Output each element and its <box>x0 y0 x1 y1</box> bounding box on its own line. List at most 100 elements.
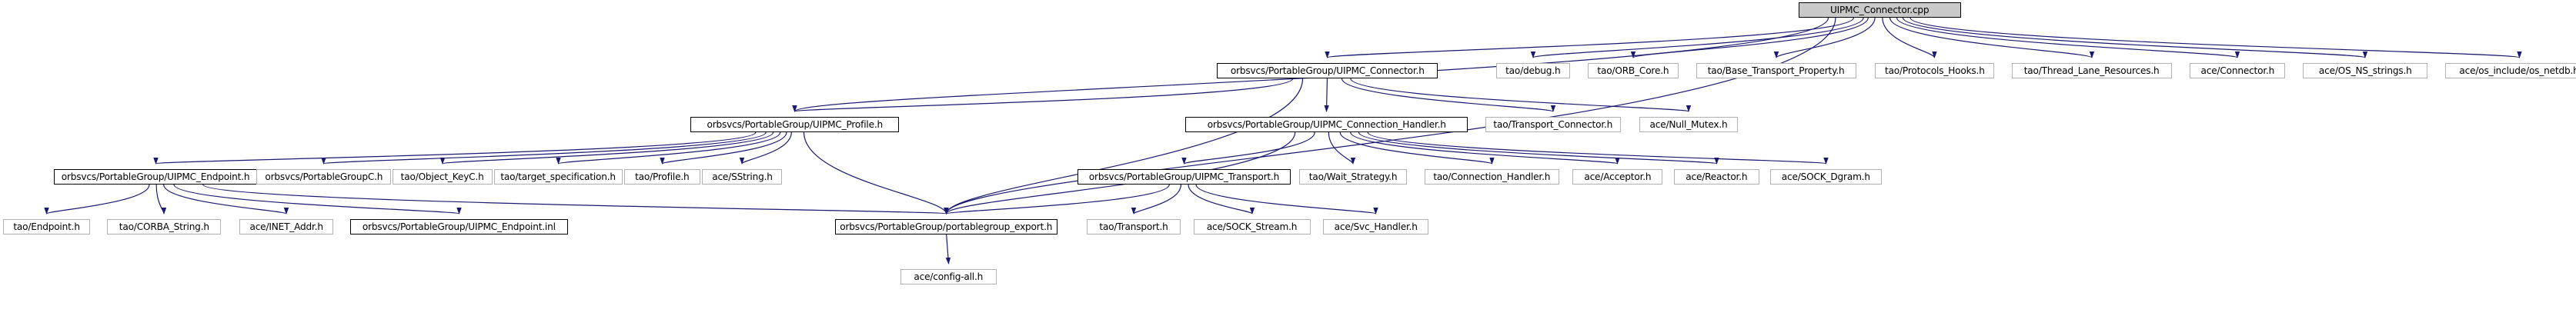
edge-n_export-to-n_configall <box>945 234 951 264</box>
graph-node-n-configall[interactable]: ace/config-all.h <box>900 269 997 284</box>
graph-node-n-profile[interactable]: orbsvcs/PortableGroup/UIPMC_Profile.h <box>690 117 899 132</box>
graph-node-n-target[interactable]: tao/target_specification.h <box>494 169 623 185</box>
graph-node-n-transport[interactable]: orbsvcs/PortableGroup/UIPMC_Transport.h <box>1078 169 1291 185</box>
edge-n_profile-to-n_objkey <box>440 131 774 165</box>
graph-node-n-endpoint[interactable]: tao/Endpoint.h <box>3 219 90 235</box>
graph-node-label: tao/Object_KeyC.h <box>401 170 484 182</box>
edge-n_conn_h-to-n_profile <box>793 78 1294 112</box>
graph-node-n-conn-h[interactable]: orbsvcs/PortableGroup/UIPMC_Connector.h <box>1217 63 1438 78</box>
graph-node-label: tao/Wait_Strategy.h <box>1308 170 1398 182</box>
graph-node-label: tao/ORB_Core.h <box>1597 64 1669 76</box>
graph-node-n-objkey[interactable]: tao/Object_KeyC.h <box>393 169 493 185</box>
graph-node-n-pgc[interactable]: orbsvcs/PortableGroupC.h <box>256 169 391 185</box>
edge-n_conn_h-to-n_tconn <box>1341 78 1555 112</box>
graph-node-n-reactor[interactable]: ace/Reactor.h <box>1674 169 1759 185</box>
graph-node-n-proto[interactable]: tao/Protocols_Hooks.h <box>1875 63 1994 78</box>
edge-root-to-n_debug <box>1531 17 1864 58</box>
graph-node-label: tao/Endpoint.h <box>13 220 80 232</box>
graph-node-n-osns[interactable]: ace/OS_NS_strings.h <box>2303 63 2427 78</box>
graph-node-n-aceconn[interactable]: ace/Connector.h <box>2190 63 2285 78</box>
edge-root-to-n_orbcore <box>1631 17 1869 58</box>
graph-node-label: tao/Protocols_Hooks.h <box>1884 64 1985 76</box>
graph-node-label: ace/Reactor.h <box>1686 170 1748 182</box>
graph-node-n-endp-inl[interactable]: orbsvcs/PortableGroup/UIPMC_Endpoint.inl <box>350 219 568 235</box>
graph-node-n-endpoint-h[interactable]: orbsvcs/PortableGroup/UIPMC_Endpoint.h <box>54 169 258 185</box>
edge-n_profile-to-n_target <box>556 131 781 165</box>
graph-node-n-inetaddr[interactable]: ace/INET_Addr.h <box>239 219 333 235</box>
edge-root-to-n_netdb <box>1909 17 2521 58</box>
edge-n_transport-to-n_sockstream <box>1188 184 1255 215</box>
graph-node-label: tao/target_specification.h <box>500 170 616 182</box>
edge-n_connhdlr-to-n_acceptor <box>1350 131 1620 165</box>
graph-node-label: ace/SOCK_Stream.h <box>1207 220 1298 232</box>
graph-node-label: ace/SString.h <box>711 170 773 182</box>
edge-n_endpoint_h-to-n_inetaddr <box>163 184 289 215</box>
edge-n_profile-to-n_profile_h <box>660 131 787 165</box>
graph-node-label: ace/Null_Mutex.h <box>1649 118 1728 130</box>
graph-node-n-tconn[interactable]: tao/Transport_Connector.h <box>1485 117 1621 132</box>
graph-node-label: orbsvcs/PortableGroup/UIPMC_Connection_H… <box>1207 118 1446 130</box>
graph-node-label: tao/Transport.h <box>1099 220 1168 232</box>
graph-node-label: orbsvcs/PortableGroup/UIPMC_Profile.h <box>707 118 883 130</box>
graph-node-label: ace/Connector.h <box>2200 64 2274 76</box>
graph-node-label: ace/Acceptor.h <box>1583 170 1652 182</box>
graph-node-n-sstring[interactable]: ace/SString.h <box>702 169 782 185</box>
edge-n_conn_h-to-n_connhdlr <box>1324 78 1329 112</box>
edge-n_transport-to-n_export <box>944 184 1170 215</box>
graph-node-label: tao/Profile.h <box>635 170 690 182</box>
graph-node-n-sockstream[interactable]: ace/SOCK_Stream.h <box>1194 219 1311 235</box>
graph-node-n-corbastr[interactable]: tao/CORBA_String.h <box>107 219 221 235</box>
graph-node-n-transp-h[interactable]: tao/Transport.h <box>1087 219 1181 235</box>
edge-root-to-n_osns <box>1902 17 2367 58</box>
graph-node-label: tao/Base_Transport_Property.h <box>1708 64 1845 76</box>
edge-n_conn_h-to-n_nullmutex <box>1350 78 1691 112</box>
edge-root-to-n_btp <box>1773 17 1876 58</box>
edge-root-to-n_conn_h <box>1325 17 1855 58</box>
graph-node-n-sockdgram[interactable]: ace/SOCK_Dgram.h <box>1770 169 1882 185</box>
graph-node-n-tlr[interactable]: tao/Thread_Lane_Resources.h <box>2012 63 2172 78</box>
graph-node-label: orbsvcs/PortableGroup/UIPMC_Endpoint.inl <box>363 220 556 232</box>
graph-node-label: orbsvcs/PortableGroup/portablegroup_expo… <box>840 220 1053 232</box>
graph-node-n-netdb[interactable]: ace/os_include/os_netdb.h <box>2445 63 2576 78</box>
graph-node-label: tao/Connection_Handler.h <box>1433 170 1551 182</box>
graph-node-label: tao/Thread_Lane_Resources.h <box>2024 64 2160 76</box>
graph-node-n-wait[interactable]: tao/Wait_Strategy.h <box>1299 169 1407 185</box>
graph-node-label: ace/INET_Addr.h <box>249 220 323 232</box>
graph-node-n-orbcore[interactable]: tao/ORB_Core.h <box>1588 63 1679 78</box>
graph-node-n-debug[interactable]: tao/debug.h <box>1496 63 1570 78</box>
edge-n_connhdlr-to-n_wait <box>1328 131 1356 165</box>
graph-node-label: orbsvcs/PortableGroup/UIPMC_Endpoint.h <box>62 170 250 182</box>
edge-n_endpoint_h-to-n_export <box>202 184 947 215</box>
edge-n_endpoint_h-to-n_endp_inl <box>173 184 461 215</box>
edge-n_connhdlr-to-n_sockdgram <box>1367 131 1828 165</box>
edge-n_endpoint_h-to-n_endpoint <box>44 184 150 215</box>
graph-node-n-export[interactable]: orbsvcs/PortableGroup/portablegroup_expo… <box>835 219 1057 235</box>
graph-node-label: tao/Transport_Connector.h <box>1493 118 1613 130</box>
graph-node-label: ace/config-all.h <box>914 270 984 282</box>
graph-node-label: orbsvcs/PortableGroupC.h <box>265 170 383 182</box>
edge-n_connhdlr-to-n_reactor <box>1358 131 1719 165</box>
graph-node-label: orbsvcs/PortableGroup/UIPMC_Transport.h <box>1088 170 1280 182</box>
graph-node-label: orbsvcs/PortableGroup/UIPMC_Connector.h <box>1230 64 1425 76</box>
graph-node-label: ace/os_include/os_netdb.h <box>2459 64 2576 76</box>
graph-node-n-connhdlr2[interactable]: tao/Connection_Handler.h <box>1425 169 1559 185</box>
edge-root-to-n_tlr <box>1889 17 2094 58</box>
graph-node-n-svchdlr[interactable]: ace/Svc_Handler.h <box>1323 219 1428 235</box>
edge-n_profile-to-n_endpoint_h <box>154 131 757 165</box>
graph-node-n-connhdlr[interactable]: orbsvcs/PortableGroup/UIPMC_Connection_H… <box>1185 117 1468 132</box>
graph-node-n-profile-h[interactable]: tao/Profile.h <box>624 169 700 185</box>
graph-node-root[interactable]: UIPMC_Connector.cpp <box>1799 2 1961 18</box>
graph-node-n-acceptor[interactable]: ace/Acceptor.h <box>1572 169 1662 185</box>
graph-node-label: tao/CORBA_String.h <box>119 220 209 232</box>
edge-n_conn_h-to-n_export <box>944 78 1304 215</box>
graph-node-n-btp[interactable]: tao/Base_Transport_Property.h <box>1696 63 1856 78</box>
edge-n_profile-to-n_sstring <box>739 131 792 165</box>
edge-n_connhdlr-to-n_transport <box>1181 131 1315 165</box>
graph-node-label: tao/debug.h <box>1505 64 1561 76</box>
graph-node-label: ace/SOCK_Dgram.h <box>1781 170 1871 182</box>
graph-node-n-nullmutex[interactable]: ace/Null_Mutex.h <box>1639 117 1738 132</box>
edge-root-to-n_aceconn <box>1896 17 2240 58</box>
edge-n_profile-to-n_export <box>803 131 949 215</box>
edge-n_transport-to-n_transp_h <box>1131 184 1182 215</box>
